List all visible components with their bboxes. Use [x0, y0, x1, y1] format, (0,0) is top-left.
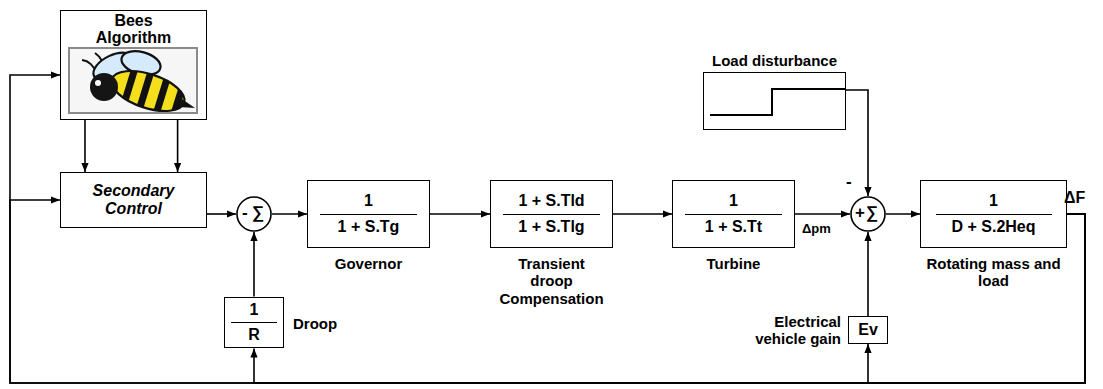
- signal-line: [177, 120, 179, 172]
- numerator: 1: [360, 192, 377, 213]
- bee-body-outline: [107, 63, 190, 114]
- signal-line: [795, 213, 850, 215]
- gain-block: EvElectrical vehicle gain: [848, 316, 888, 344]
- block-caption: Droop: [293, 315, 363, 332]
- denominator: 1 + S.Tlg: [503, 214, 600, 236]
- connector-group: [10, 75, 1085, 383]
- numerator: 1 + S.Tld: [514, 192, 588, 213]
- plant-block: 1D + S.2HeqRotating mass and load: [920, 180, 1067, 248]
- block-caption: Governor: [309, 255, 429, 272]
- signal-line: [867, 232, 869, 316]
- summing-junction: +∑-: [850, 196, 886, 232]
- block-caption: Transient droop Compensation: [496, 255, 608, 307]
- junction-sign: +: [855, 203, 865, 223]
- signal-label: Δpm: [801, 221, 832, 236]
- box-label: Bees Algorithm: [84, 12, 184, 46]
- block-caption: Load disturbance: [690, 52, 860, 69]
- signal-line: [613, 213, 672, 215]
- box-label: Secondary Control: [78, 182, 190, 219]
- signal-line: [253, 232, 255, 297]
- turbine-block: 11 + S.TtTurbine: [672, 180, 795, 248]
- block-caption: Electrical vehicle gain: [745, 313, 841, 348]
- numerator: 1: [985, 192, 1002, 213]
- denominator: 1 + S.Tt: [685, 214, 782, 236]
- bee-head: [90, 73, 118, 101]
- signal-line: [846, 90, 868, 196]
- signal-name: ΔF: [1064, 189, 1085, 207]
- compensation-block: 1 + S.Tld1 + S.TlgTransient droop Compen…: [490, 180, 613, 248]
- signal-line: [10, 75, 1085, 383]
- bee-stinger: [179, 99, 195, 108]
- controller-box: Secondary Control: [60, 172, 207, 228]
- block-caption: Rotating mass and load: [923, 255, 1065, 290]
- box-label: Ev: [858, 321, 878, 339]
- denominator: D + S.2Heq: [936, 214, 1052, 236]
- denominator: R: [231, 322, 277, 344]
- junction-circle: [851, 197, 885, 231]
- signal-line: [886, 213, 920, 215]
- numerator: 1: [725, 192, 742, 213]
- governor-block: 11 + S.TgGovernor: [307, 180, 430, 248]
- block-caption: Turbine: [679, 255, 789, 272]
- step-signal-symbol: [702, 71, 845, 129]
- algorithm-box: Bees Algorithm: [60, 10, 207, 120]
- disturbance-block: Load disturbance: [703, 72, 846, 130]
- junction-sign: -: [846, 172, 852, 192]
- summing-junction: -∑: [236, 196, 272, 232]
- signal-line: [430, 213, 490, 215]
- junction-sign: ∑: [866, 203, 878, 223]
- bee-illustration: [68, 47, 198, 114]
- signal-line: [272, 213, 307, 215]
- junction-sign: -: [242, 203, 248, 223]
- bee-body: [107, 63, 190, 114]
- droop-block: 1RDroop: [224, 297, 284, 349]
- junction-sign: ∑: [252, 203, 264, 223]
- step-waveform: [710, 89, 845, 115]
- signal-line: [84, 120, 86, 172]
- denominator: 1 + S.Tg: [320, 214, 417, 236]
- junction-circle: [237, 197, 271, 231]
- bee-eye: [95, 80, 101, 86]
- signal-line: [207, 213, 236, 215]
- numerator: 1: [246, 301, 263, 322]
